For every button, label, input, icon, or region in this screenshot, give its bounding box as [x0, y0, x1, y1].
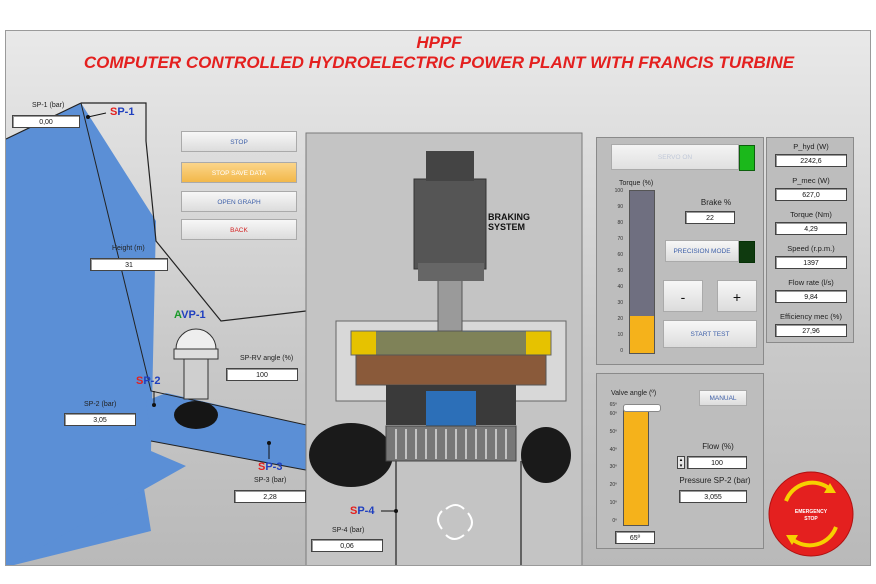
- app-subtitle: COMPUTER CONTROLLED HYDROELECTRIC POWER …: [83, 53, 795, 72]
- emergency-line2: STOP: [804, 516, 818, 522]
- sp4-value: 0,06: [311, 539, 383, 552]
- pressure-sp2-value: 3,055: [679, 490, 747, 503]
- precision-mode-button[interactable]: PRECISION MODE: [665, 240, 739, 262]
- measurement-value: 9,84: [775, 290, 847, 303]
- valve-body: [174, 401, 218, 429]
- flow-value[interactable]: 100: [687, 456, 747, 469]
- valve-scale-tick: 50º: [609, 428, 617, 435]
- torque-bar: [629, 190, 655, 354]
- sp3-label: SP-3 (bar): [254, 477, 287, 484]
- flow-spinner[interactable]: ▴▾: [677, 456, 685, 469]
- emergency-line1: EMERGENCY: [795, 509, 828, 515]
- plus-button[interactable]: +: [717, 280, 757, 312]
- torque-bar-label: Torque (%): [619, 180, 654, 187]
- torque-scale-tick: 20: [617, 316, 623, 322]
- valve-angle-value: 65º: [615, 531, 655, 544]
- measurement-label: Speed (r.p.m.): [787, 244, 835, 253]
- valve-scale-tick: 65º: [609, 402, 617, 408]
- sp2-label: SP-2 (bar): [84, 401, 117, 408]
- precision-led: [739, 241, 755, 263]
- hppf-window: HPPF COMPUTER CONTROLLED HYDROELECTRIC P…: [5, 30, 871, 566]
- measurement-label: Torque (Nm): [790, 210, 832, 219]
- sp-rv-angle-value: 100: [226, 368, 298, 381]
- pressure-sp2-label: Pressure SP-2 (bar): [679, 476, 751, 485]
- valve-angle-label: Valve angle (º): [611, 390, 657, 397]
- torque-scale-tick: 0: [620, 348, 623, 354]
- valve-scale-tick: 40º: [609, 446, 617, 453]
- valve-scale-tick: 10º: [609, 500, 617, 507]
- torque-scale-tick: 80: [617, 220, 623, 226]
- height-value: 31: [90, 258, 168, 271]
- height-label: Height (m): [112, 245, 145, 252]
- manual-button[interactable]: MANUAL: [699, 390, 747, 406]
- pipe-water: [146, 393, 311, 471]
- servo-led: [739, 145, 755, 171]
- measurement-value: 27,96: [775, 324, 847, 337]
- valve-bar: [623, 406, 649, 526]
- torque-scale-tick: 100: [614, 188, 623, 194]
- valve-slider-handle[interactable]: [623, 404, 661, 412]
- torque-scale-tick: 70: [617, 236, 623, 242]
- torque-scale-tick: 10: [617, 332, 623, 338]
- sp1-label: SP-1 (bar): [32, 102, 65, 109]
- avp1-tag: AVP-1: [174, 309, 206, 321]
- stop-save-data-button[interactable]: STOP SAVE DATA: [181, 162, 297, 183]
- minus-button[interactable]: -: [663, 280, 703, 312]
- measurement-value: 4,29: [775, 222, 847, 235]
- torque-bar-fill: [630, 315, 654, 353]
- valve-actuator-dome: [175, 328, 217, 350]
- sp-rv-angle-label: SP-RV angle (%): [240, 355, 294, 362]
- measurement-value: 627,0: [775, 188, 847, 201]
- valve-scale-tick: 30º: [609, 464, 617, 471]
- valve-scale-tick: 0º: [612, 518, 617, 524]
- spiral-casing: [309, 423, 393, 487]
- sp3-value: 2,28: [234, 490, 306, 503]
- torque-scale-tick: 40: [617, 284, 623, 290]
- valve-scale: 65º 60º 50º 40º 30º 20º 10º 0º: [605, 402, 619, 524]
- valve-scale-tick: 20º: [609, 482, 617, 489]
- measurement-label: P_mec (W): [792, 176, 830, 185]
- sp1-value: 0,00: [12, 115, 80, 128]
- sp4-label: SP-4 (bar): [332, 527, 365, 534]
- torque-scale-tick: 60: [617, 252, 623, 258]
- start-test-button[interactable]: START TEST: [663, 320, 757, 348]
- sp4-tag: SP-4: [350, 505, 375, 517]
- stop-button[interactable]: STOP: [181, 131, 297, 152]
- sp3-tag: SP-3: [258, 461, 283, 473]
- flow-label: Flow (%): [702, 442, 734, 451]
- braking-system-label: BRAKING SYSTEM: [488, 212, 530, 232]
- measurement-label: Efficiency mec (%): [780, 312, 842, 321]
- brake-label: Brake %: [700, 198, 732, 207]
- torque-scale-tick: 50: [617, 268, 623, 274]
- braking-motor: [413, 178, 487, 270]
- back-button[interactable]: BACK: [181, 219, 297, 240]
- measurement-value: 2242,6: [775, 154, 847, 167]
- measurement-label: P_hyd (W): [793, 142, 829, 151]
- emergency-stop-button[interactable]: EMERGENCY STOP: [768, 471, 854, 557]
- valve-bar-fill: [624, 407, 648, 525]
- measurement-label: Flow rate (l/s): [788, 278, 834, 287]
- brake-value: 22: [685, 211, 735, 224]
- open-graph-button[interactable]: OPEN GRAPH: [181, 191, 297, 212]
- sp2-value: 3,05: [64, 413, 136, 426]
- sp2-tag: SP-2: [136, 375, 161, 387]
- torque-scale-tick: 90: [617, 204, 623, 210]
- valve-scale-tick: 60º: [609, 410, 617, 417]
- torque-scale-tick: 30: [617, 300, 623, 306]
- app-title: HPPF: [416, 33, 462, 52]
- sp1-tag: SP-1: [110, 106, 135, 118]
- servo-on-button[interactable]: SERVO ON: [611, 144, 739, 170]
- hydraulic-diagram: [6, 102, 583, 565]
- measurement-value: 1397: [775, 256, 847, 269]
